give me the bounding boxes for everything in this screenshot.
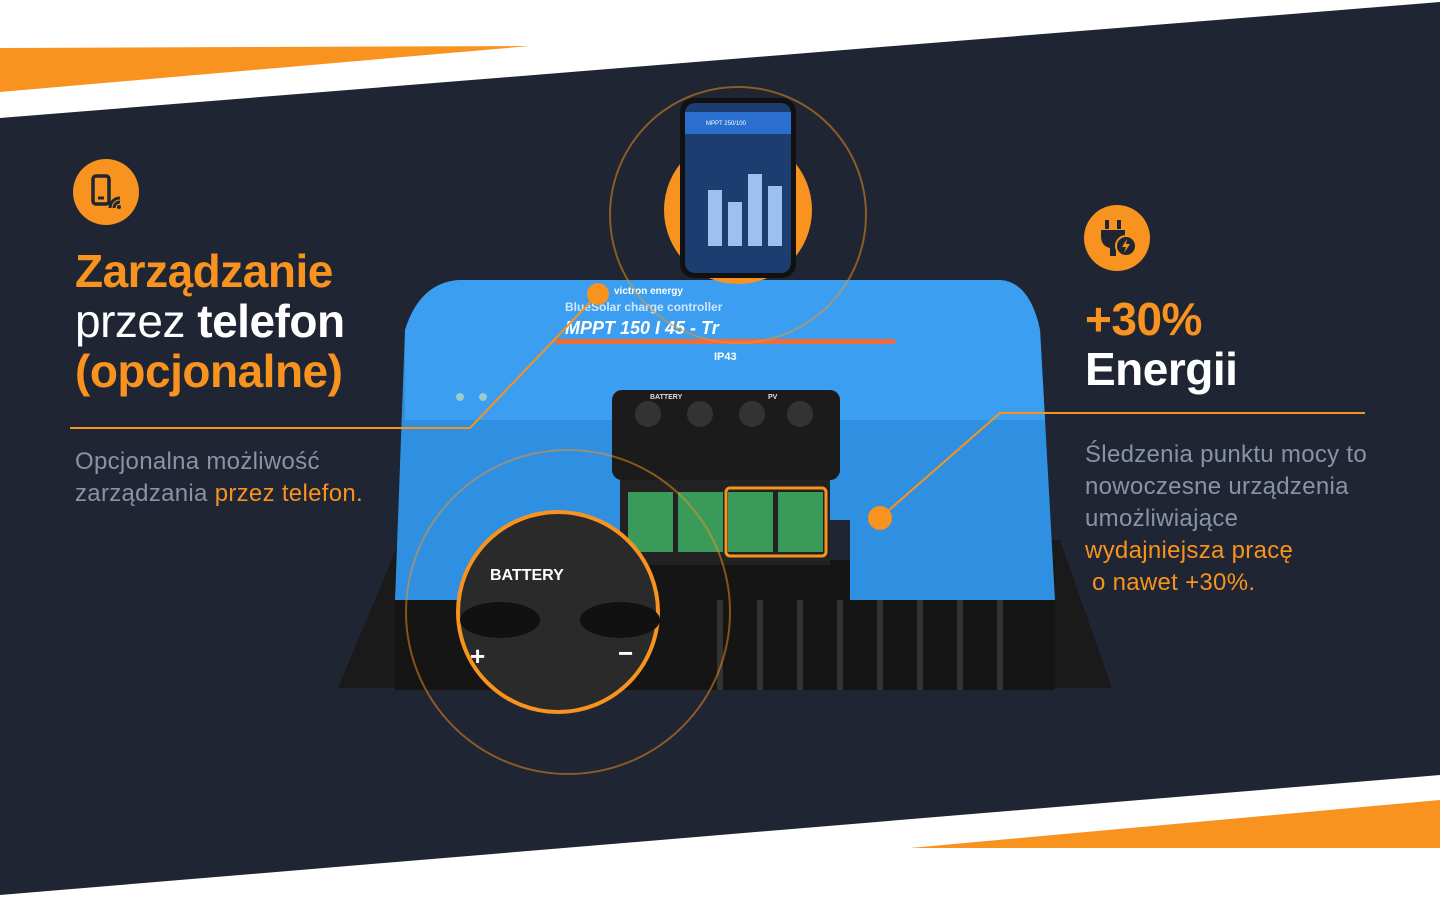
left-title-line2a: przez	[75, 295, 198, 347]
left-callout-dot	[587, 283, 609, 305]
phone-app-title: MPPT 250/100	[706, 121, 747, 127]
bottom-white-band	[0, 775, 1440, 900]
left-desc-line2b: przez telefon.	[214, 480, 363, 507]
left-desc-line2a: zarządzania	[75, 480, 215, 507]
terminal-pv-label: PV	[768, 394, 778, 401]
left-title-line1: Zarządzanie	[75, 245, 333, 297]
top-white-band	[0, 0, 1440, 118]
right-title-line1: +30%	[1085, 293, 1202, 345]
battery-terminal-zoom: BATTERY + −	[405, 449, 731, 775]
right-callout-line	[879, 412, 1365, 519]
right-desc-line3: umożliwiające	[1085, 505, 1239, 532]
product-line1: BlueSolar charge controller	[565, 300, 723, 314]
plug-bolt-icon	[1084, 205, 1150, 271]
phone-wireless-icon	[73, 159, 139, 225]
right-desc-line2: nowoczesne urządzenia	[1085, 473, 1349, 500]
zoom-battery-label: BATTERY	[490, 567, 564, 584]
left-callout-line	[70, 293, 599, 429]
bottom-orange-stripe	[910, 800, 1440, 848]
brand-label: victron energy	[614, 286, 683, 297]
left-desc-line1: Opcjonalna możliwość	[75, 448, 320, 475]
right-desc-line5: o nawet +30%.	[1085, 569, 1256, 596]
smartphone-app: MPPT 250/100	[609, 86, 867, 344]
terminal-battery-label: BATTERY	[650, 394, 683, 401]
rating-label: IP43	[714, 351, 737, 363]
left-title-line2b: telefon	[197, 295, 345, 347]
left-title-line3: (opcjonalne)	[75, 345, 343, 397]
right-callout-dot	[868, 506, 892, 530]
right-desc-line1: Śledzenia punktu mocy to	[1085, 441, 1368, 468]
right-desc-line4: wydajniejsza pracę	[1085, 537, 1294, 564]
product-model: MPPT 150 I 45 - Tr	[565, 318, 720, 338]
right-title-line2: Energii	[1085, 343, 1238, 395]
plus-symbol: +	[470, 641, 485, 671]
minus-symbol: −	[618, 638, 633, 668]
top-orange-stripe	[0, 46, 530, 92]
